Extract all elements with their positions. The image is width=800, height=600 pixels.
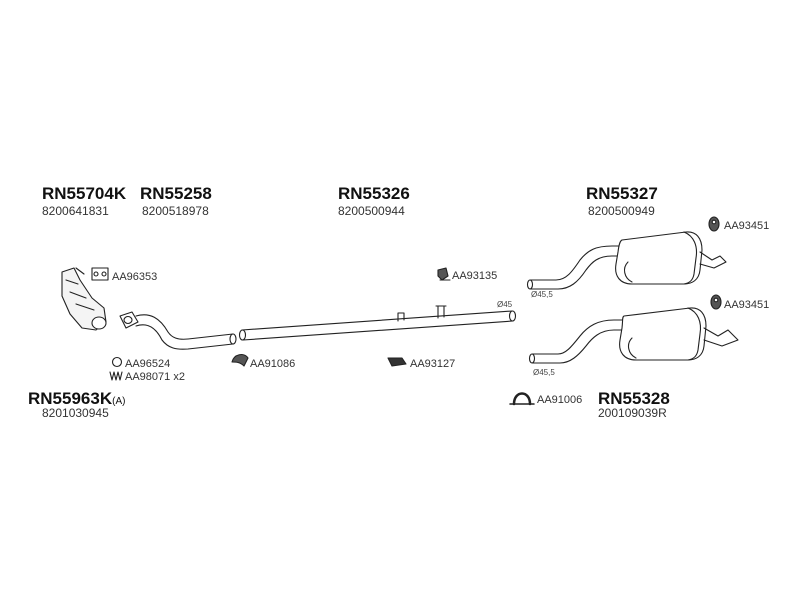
diameter-label-upper-muffler: Ø45,5	[531, 290, 553, 299]
accessory-label-aa93127: AA93127	[410, 358, 456, 370]
part-code-rn55328: RN55328	[598, 389, 670, 408]
part-code-rn55258: RN55258	[140, 184, 212, 203]
bracket-icon-aa93127	[387, 357, 407, 367]
middle-pipe	[238, 305, 517, 341]
rear-muffler-upper	[526, 231, 727, 290]
spring-icon-aa98071	[109, 371, 123, 381]
part-code-rn55327: RN55327	[586, 184, 658, 203]
part-number-rn55963k: 8201030945	[42, 406, 109, 420]
part-number-rn55328: 200109039R	[598, 406, 667, 420]
diameter-label-mid-pipe: Ø45	[497, 300, 513, 309]
part-code-rn55704k: RN55704K	[42, 184, 127, 203]
clamp-icon-aa91086	[231, 353, 249, 367]
gasket-icon-aa96353	[91, 267, 109, 281]
part-number-rn55327: 8200500949	[588, 204, 655, 218]
accessory-label-aa98071: AA98071 x2	[125, 371, 185, 383]
part-number-rn55326: 8200500944	[338, 204, 405, 218]
accessory-label-aa91086: AA91086	[250, 358, 296, 370]
catalytic-converter	[61, 267, 107, 331]
accessory-label-aa91006: AA91006	[537, 394, 583, 406]
accessory-label-aa93135: AA93135	[452, 270, 498, 282]
u-clamp-icon-aa91006	[509, 392, 535, 406]
part-number-rn55704k: 8200641831	[42, 204, 109, 218]
rear-muffler-lower	[528, 307, 739, 364]
ring-icon-aa96524	[111, 356, 123, 368]
rubber-mount-icon-aa93451-bottom	[710, 294, 722, 310]
hanger-icon-aa93135	[437, 267, 451, 281]
part-suffix: (A)	[112, 396, 126, 407]
part-number-rn55258: 8200518978	[142, 204, 209, 218]
accessory-label-aa96524: AA96524	[125, 358, 171, 370]
front-pipe	[119, 311, 237, 350]
accessory-label-aa93451-top: AA93451	[724, 220, 770, 232]
part-code-rn55326: RN55326	[338, 184, 410, 203]
diameter-label-lower-muffler: Ø45,5	[533, 368, 555, 377]
part-code-rn55963k: RN55963K(A)	[28, 389, 126, 408]
rubber-mount-icon-aa93451-top	[708, 216, 720, 232]
accessory-label-aa93451-bottom: AA93451	[724, 299, 770, 311]
accessory-label-aa96353: AA96353	[112, 271, 158, 283]
